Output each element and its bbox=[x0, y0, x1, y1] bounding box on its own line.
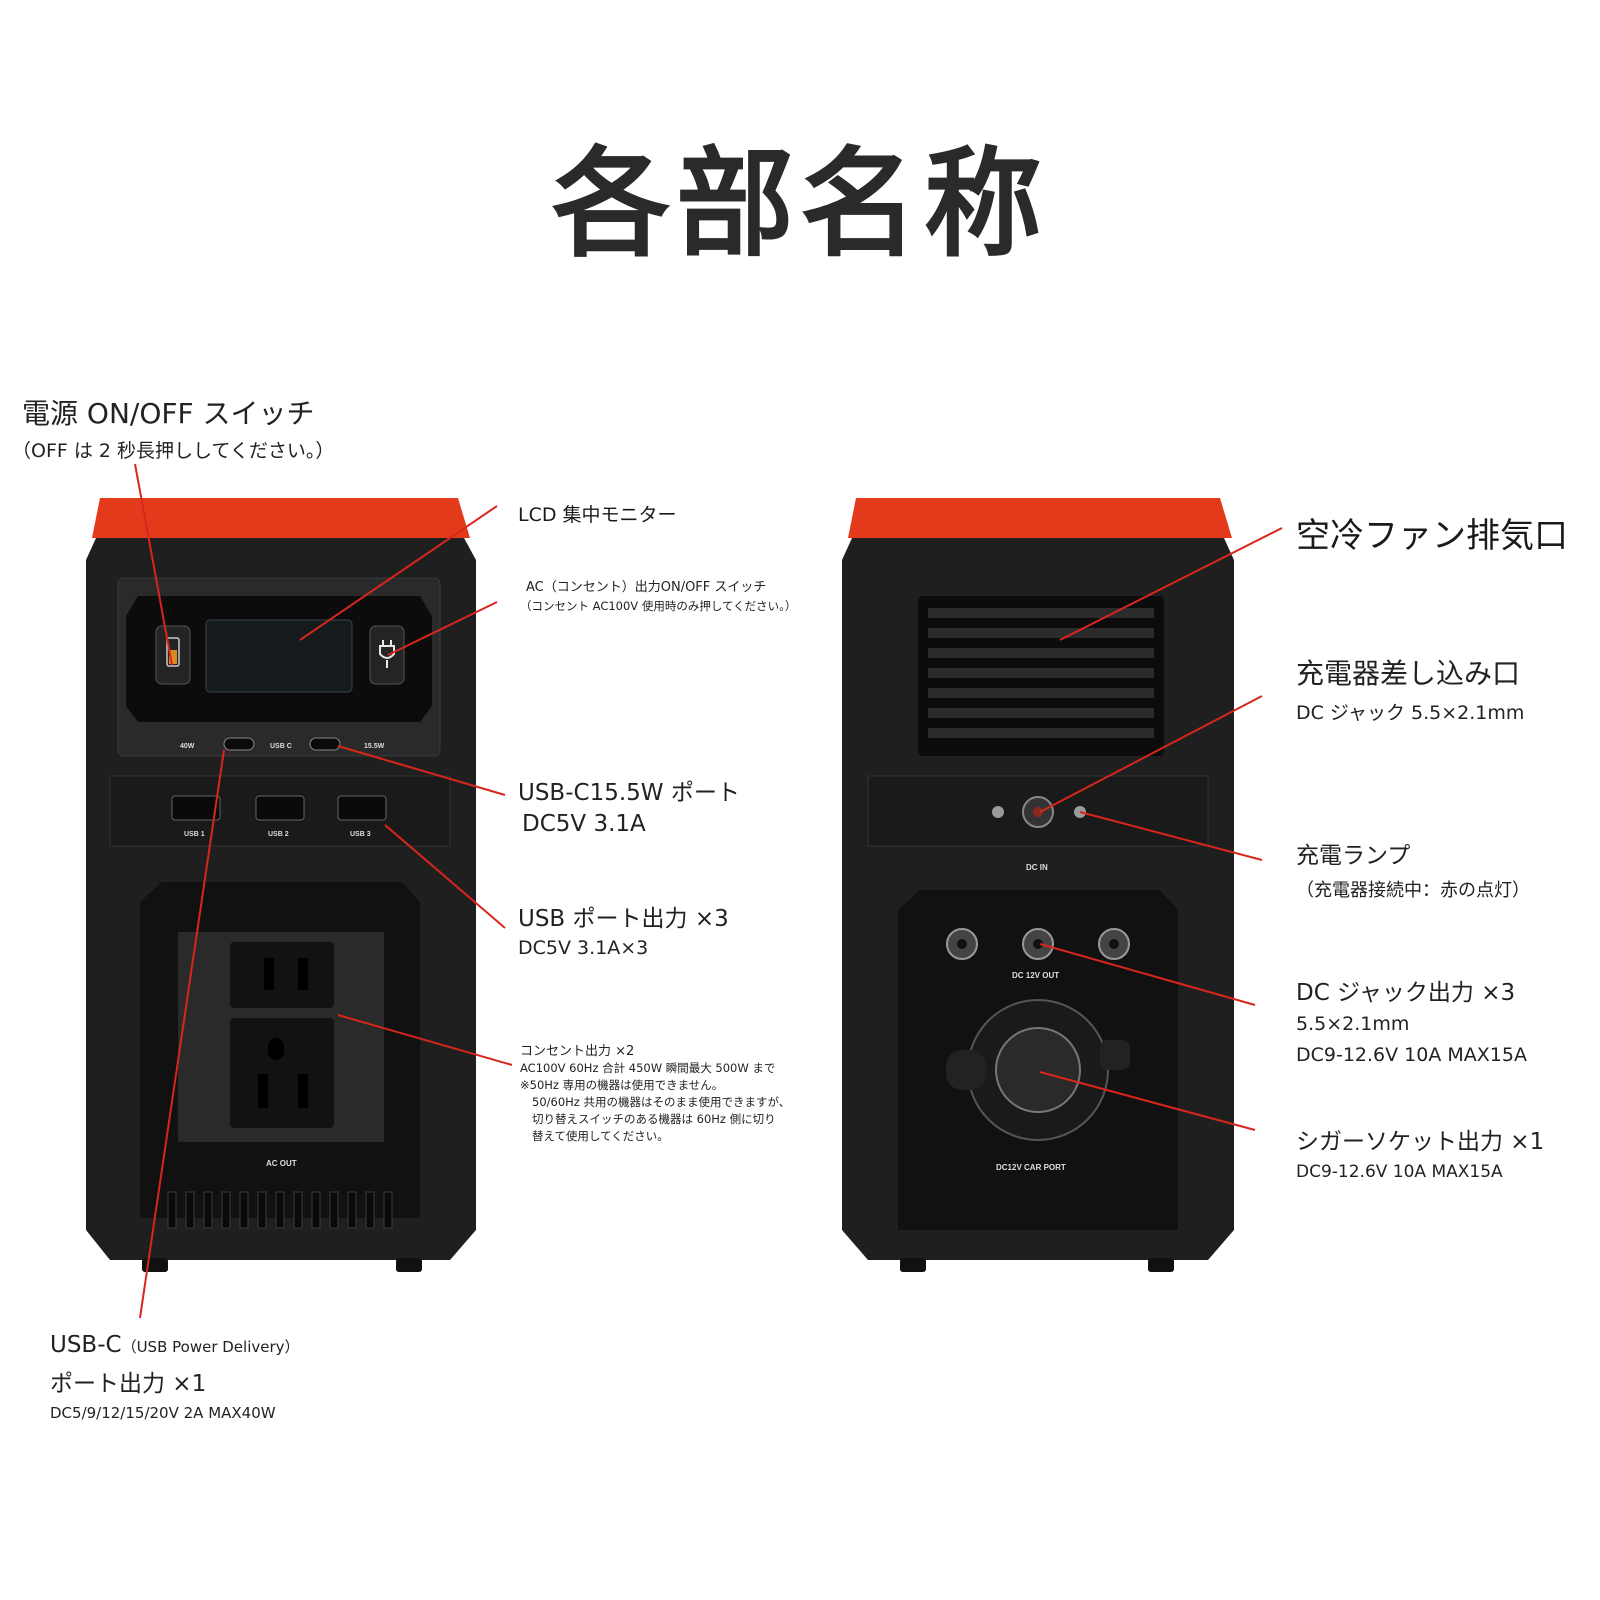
pointer-ac-switch bbox=[387, 601, 498, 656]
rear-carport-text: DC12V CAR PORT bbox=[996, 1163, 1066, 1172]
label-charger: 充電器差し込み口 DC ジャック 5.5×2.1mm bbox=[1296, 657, 1525, 724]
rear-dcin-text: DC IN bbox=[1026, 863, 1048, 872]
front-usbc-text: USB C bbox=[270, 743, 292, 750]
pointer-usbc-pd bbox=[139, 749, 225, 1319]
rear-dc12out-text: DC 12V OUT bbox=[1012, 971, 1059, 980]
label-fan: 空冷ファン排気口 bbox=[1296, 516, 1568, 556]
front-155w-text: 15.5W bbox=[364, 743, 385, 750]
front-usb1-text: USB 1 bbox=[184, 831, 205, 838]
rear-device-illustration: DC IN DC 12V OUT DC12V CAR PORT bbox=[842, 498, 1234, 1272]
front-acout-text: AC OUT bbox=[266, 1159, 297, 1168]
pointer-outlet bbox=[337, 1014, 513, 1066]
label-lcd: LCD 集中モニター bbox=[518, 504, 677, 526]
pointer-lcd bbox=[299, 505, 498, 641]
pointer-cigar bbox=[1039, 1071, 1256, 1131]
label-cigar: シガーソケット出力 ×1 DC9-12.6V 10A MAX15A bbox=[1296, 1129, 1545, 1182]
label-usbc-15w: USB-C15.5W ポート DC5V 3.1A bbox=[518, 780, 740, 837]
page-title: 各部名称 bbox=[551, 135, 1048, 273]
label-dc-jack: DC ジャック出力 ×3 5.5×2.1mm DC9-12.6V 10A MAX… bbox=[1296, 980, 1527, 1066]
pointer-dc-jack bbox=[1039, 943, 1256, 1006]
front-usb3-text: USB 3 bbox=[350, 831, 371, 838]
label-power-switch: 電源 ON/OFF スイッチ （OFF は 2 秒長押ししてください。） bbox=[12, 397, 335, 462]
pointer-charger bbox=[1039, 695, 1263, 813]
pointer-usbc-15w bbox=[337, 745, 506, 796]
pointer-power-switch bbox=[134, 463, 173, 666]
pointer-lamp bbox=[1079, 811, 1263, 861]
label-ac-switch: AC（コンセント）出力ON/OFF スイッチ （コンセント AC100V 使用時… bbox=[520, 580, 797, 613]
front-device-illustration: 40W USB C 15.5W USB 1 USB 2 USB 3 AC OUT bbox=[86, 498, 476, 1272]
label-usb-ports: USB ポート出力 ×3 DC5V 3.1A×3 bbox=[518, 906, 729, 959]
pointer-usb-ports bbox=[384, 824, 506, 929]
pointer-fan bbox=[1059, 527, 1283, 641]
front-usb2-text: USB 2 bbox=[268, 831, 289, 838]
label-lamp: 充電ランプ （充電器接続中：赤の点灯） bbox=[1296, 843, 1530, 901]
label-usbc-pd: USB-C（USB Power Delivery） ポート出力 ×1 DC5/9… bbox=[50, 1332, 300, 1422]
label-outlet: コンセント出力 ×2 AC100V 60Hz 合計 450W 瞬間最大 500W… bbox=[520, 1044, 791, 1143]
front-40w-text: 40W bbox=[180, 743, 195, 750]
